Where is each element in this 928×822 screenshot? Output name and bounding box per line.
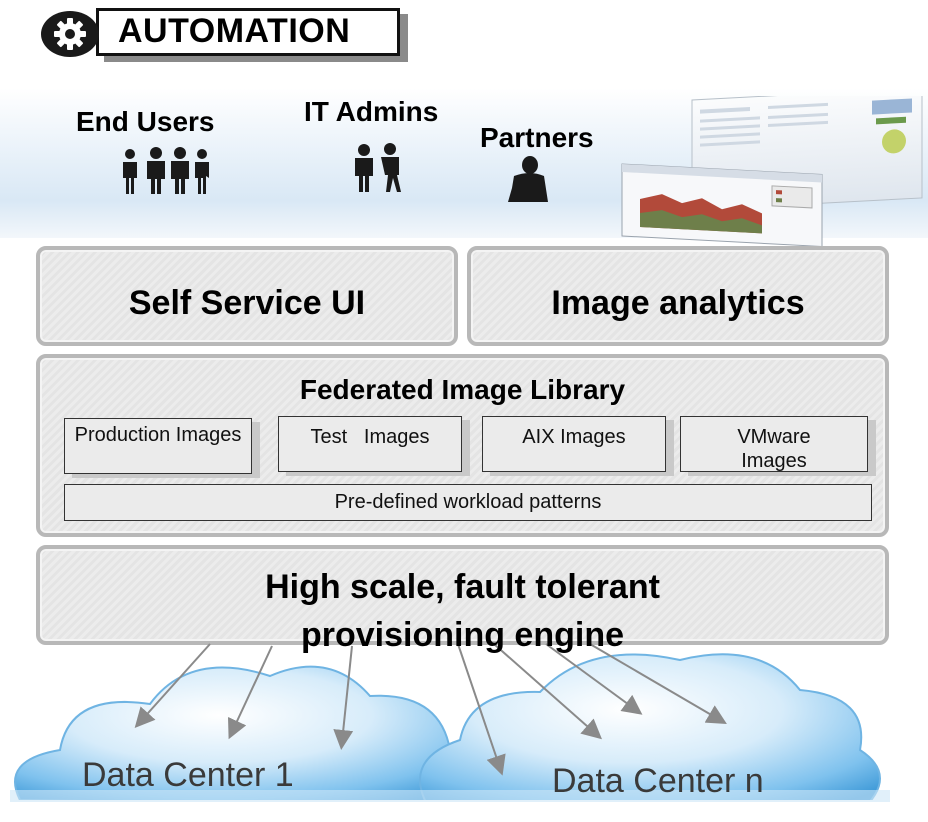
gear-icon: [41, 11, 99, 57]
it-admins-label: IT Admins: [304, 96, 439, 127]
image-analytics-panel: [467, 246, 889, 346]
data-center-clouds: [0, 643, 928, 822]
data-center-1-label: Data Center 1: [82, 756, 294, 794]
it-admins-people-icon: [355, 143, 401, 192]
provisioning-engine-title-line2: provisioning engine: [300, 616, 625, 654]
end-users-people-icon: [123, 147, 209, 194]
image-analytics-title: Image analytics: [551, 284, 805, 322]
partner-person-icon: [508, 156, 548, 202]
data-center-n-cloud: [419, 653, 881, 814]
header-title: AUTOMATION: [118, 12, 351, 50]
self-service-ui-panel: [36, 246, 458, 346]
provisioning-engine-panel: [36, 545, 889, 645]
header-box: [96, 8, 400, 56]
provisioning-engine-title-line1: High scale, fault tolerant: [265, 568, 660, 606]
dashboard-screenshot-image: [621, 96, 923, 246]
federated-image-library-title: Federated Image Library: [299, 374, 626, 405]
self-service-ui-title: Self Service UI: [128, 284, 366, 322]
production-images-box: Production Images: [64, 418, 252, 474]
workload-patterns-bar: Pre-defined workload patterns: [64, 484, 872, 521]
aix-images-box: AIX Images: [482, 416, 666, 472]
test-images-box: Test Images: [278, 416, 462, 472]
data-center-n-label: Data Center n: [552, 762, 764, 800]
end-users-label: End Users: [76, 106, 215, 137]
partners-label: Partners: [480, 122, 594, 153]
vmware-images-box: VMware Images: [680, 416, 868, 472]
